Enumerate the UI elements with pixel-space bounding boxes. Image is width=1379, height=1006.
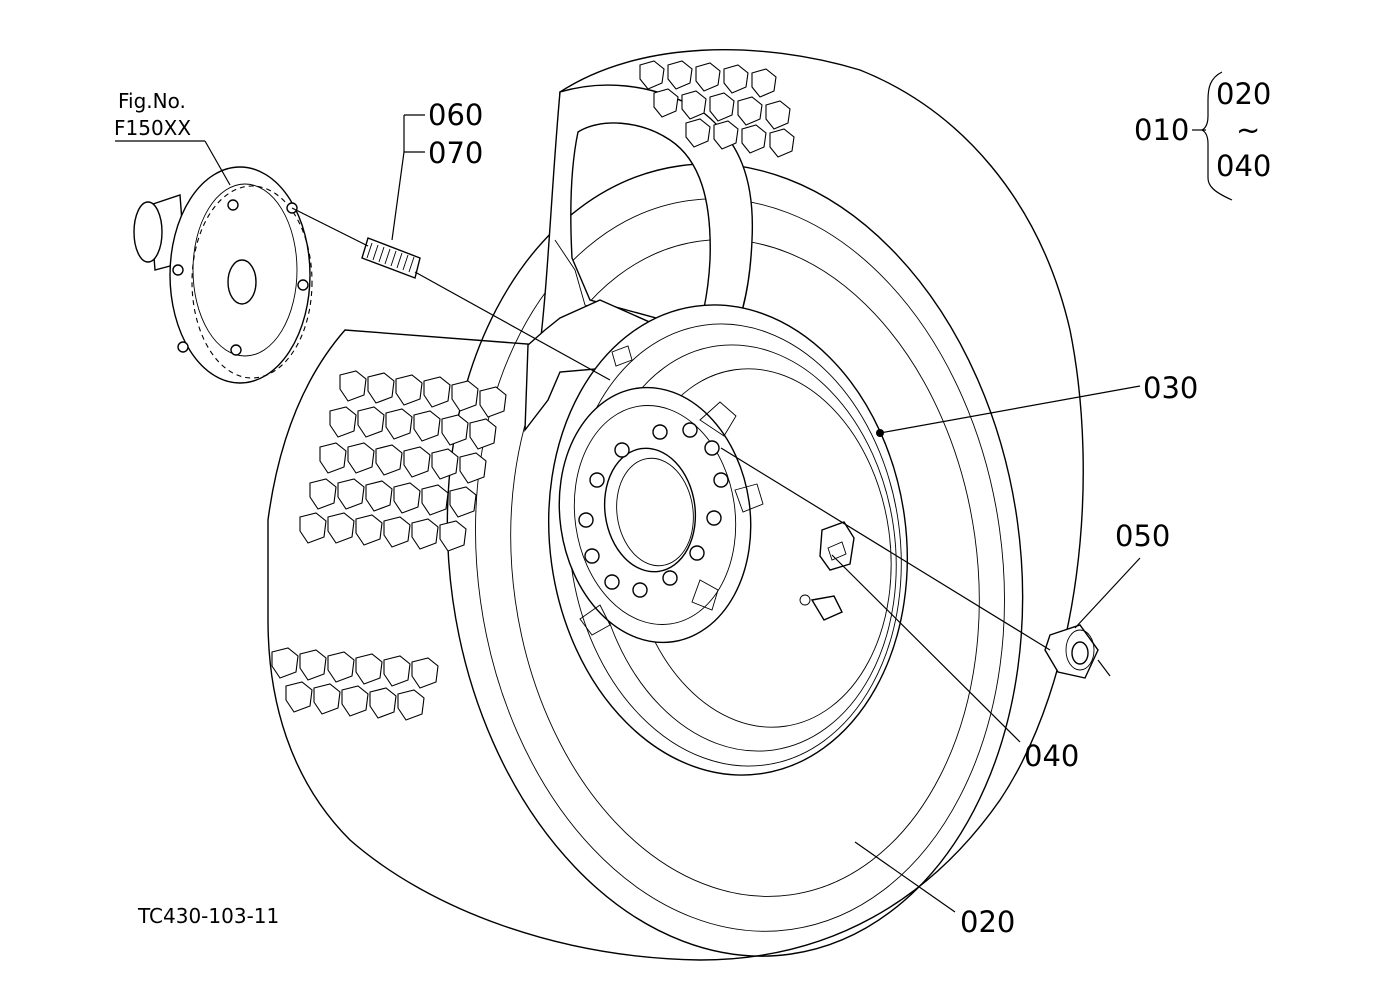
tread-pattern-left (271, 370, 507, 721)
hub-assembly (133, 166, 313, 384)
label-070: 070 (428, 136, 483, 170)
label-020: 020 (960, 905, 1015, 939)
label-040: 040 (1024, 739, 1079, 773)
label-010: 010 (1134, 113, 1189, 147)
wheel-nut (1044, 624, 1099, 679)
stud-bolt (361, 237, 421, 279)
tread-pattern-top (639, 60, 795, 158)
rim (547, 304, 909, 776)
label-030: 030 (1143, 371, 1198, 405)
fig-caption: Fig.No. (118, 89, 186, 113)
label-020-range-start: 020 (1216, 77, 1271, 111)
leader-lines (115, 71, 1233, 913)
range-symbol: ~ (1236, 113, 1260, 147)
label-060: 060 (428, 98, 483, 132)
drawing-code: TC430-103-11 (137, 904, 279, 928)
fig-number: F150XX (114, 116, 191, 140)
label-040-range-end: 040 (1216, 149, 1271, 183)
label-050: 050 (1115, 519, 1170, 553)
